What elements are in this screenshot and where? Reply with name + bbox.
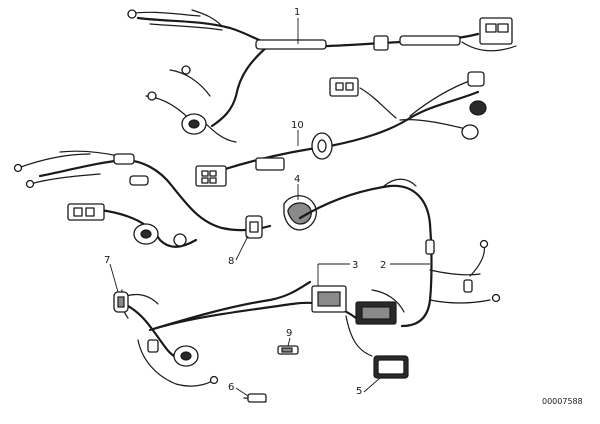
- harness-3-socket: [173, 345, 199, 367]
- callout-7: 7: [104, 255, 110, 266]
- harness-1-plug-right: [461, 17, 517, 52]
- harness-1-socket: [181, 113, 207, 135]
- harness-1: [127, 9, 517, 143]
- callout-8: 8: [228, 256, 234, 267]
- harness-10-connector-square: [329, 77, 359, 97]
- harness-3-relay-socket: [311, 285, 347, 313]
- callout-3: 3: [352, 260, 358, 271]
- callouts: 1 10 4 2 3 8 7 9 6 5: [104, 7, 386, 397]
- leader-lines: [109, 18, 430, 397]
- part-6-terminal: [243, 393, 267, 403]
- harness-10-bulb-connectors: [461, 71, 487, 140]
- callout-4: 4: [294, 174, 300, 185]
- part-8-clip: [245, 215, 263, 239]
- harness-left-plug: [67, 203, 105, 221]
- harness-1-connector: [373, 35, 389, 51]
- part-7-fuse-holder: [113, 289, 129, 319]
- callout-9: 9: [286, 328, 292, 339]
- harness-10: [195, 71, 487, 187]
- part-5-relay: [373, 355, 409, 379]
- reference-number: 00007588: [542, 397, 583, 406]
- harness-left: [13, 150, 272, 248]
- harness-10-grommet: [311, 132, 333, 160]
- callout-5: 5: [356, 386, 362, 397]
- callout-6: 6: [228, 382, 234, 393]
- harness-left-socket: [133, 223, 159, 245]
- harness-3-connector: [355, 301, 397, 325]
- harness-2: [298, 178, 501, 328]
- callout-10: 10: [291, 120, 304, 131]
- harness-10-plug: [195, 157, 285, 187]
- callout-1: 1: [294, 7, 300, 18]
- part-4-cable-strap: [283, 195, 317, 231]
- callout-2: 2: [380, 260, 386, 271]
- harness-3: [118, 280, 397, 387]
- part-9-connector: [277, 345, 299, 355]
